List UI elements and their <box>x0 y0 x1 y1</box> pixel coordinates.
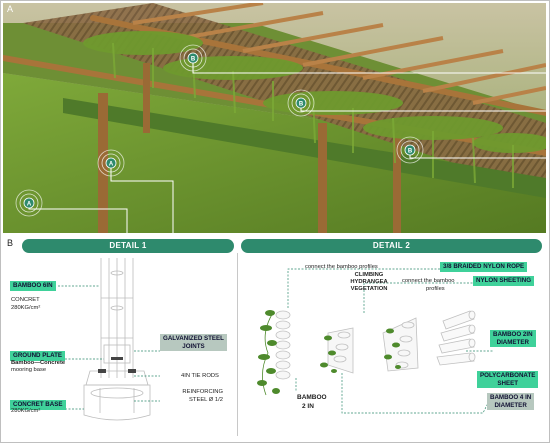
detail-2-drawing <box>257 268 493 414</box>
marker-b3: B <box>408 149 413 155</box>
label-reinforcing-2: STEEL Ø 1/2 <box>189 397 223 403</box>
label-ground-plate-desc-2: mooring base <box>11 367 47 373</box>
label-concret-base: CONCRET BASE <box>10 400 66 410</box>
label-bamboo-2in-b: 2 IN <box>302 403 314 410</box>
panel-label-a: A <box>7 4 14 14</box>
label-bamboo-4in-diameter: BAMBOO 4 IN DIAMETER <box>487 393 535 410</box>
marker-a2: A <box>27 202 32 208</box>
label-ground-plate: GROUND PLATE <box>10 351 66 361</box>
label-concret-base-value: 280KG/cm² <box>11 408 41 414</box>
pergola-render: B B B A A <box>3 3 546 233</box>
label-ground-plate-desc-1: Bamboo—Concrete <box>11 360 66 366</box>
label-reinforcing-1: REINFORCING <box>182 389 223 395</box>
panel-label-b: B <box>7 238 14 248</box>
label-bamboo-2in-line-1: BAMBOO 2IN <box>493 331 533 338</box>
label-bamboo-6in: BAMBOO 6IN <box>10 281 56 291</box>
detail-separator <box>237 253 238 436</box>
label-tie-rods: 4IN TIE RODS <box>181 373 219 379</box>
label-polycarbonate-line-1: POLYCARBONATE <box>480 372 536 379</box>
label-concret: CONCRET <box>11 297 40 303</box>
label-galvanized-steel-joints: GALVANIZED STEEL JOINTS <box>160 334 227 351</box>
label-vegetation: VEGETATION <box>350 286 388 292</box>
pergola-render-illustration: B B B A A <box>3 3 546 233</box>
label-bamboo-2in-a: BAMBOO <box>297 394 327 401</box>
label-hydrangea: HYDRANGEA <box>350 279 388 285</box>
callout-markers: B B B A A <box>15 44 424 217</box>
detail-2-header: DETAIL 2 <box>241 239 542 253</box>
label-polycarbonate-sheet: POLYCARBONATE SHEET <box>477 371 539 388</box>
label-bamboo-4in-line-1: BAMBOO 4 IN <box>490 394 532 401</box>
label-concret-value: 280KG/cm² <box>11 305 41 311</box>
label-galvanized-line-2: JOINTS <box>182 342 205 350</box>
label-bamboo-2in-line-2: DIAMETER <box>496 338 529 346</box>
label-nylon-rope: 3/8 BRAIDED NYLON ROPE <box>440 262 528 272</box>
label-bamboo-2in-diameter: BAMBOO 2IN DIAMETER <box>490 330 536 347</box>
label-bamboo-4in-line-2: DIAMETER <box>494 401 527 409</box>
label-connect-profiles-2b: profiles <box>426 286 445 292</box>
marker-b1: B <box>191 57 196 63</box>
label-nylon-sheeting: NYLON SHEETING <box>473 276 535 286</box>
label-connect-profiles-2a: connect the bamboo <box>402 278 455 284</box>
label-connect-profiles-1: connect the bamboo profiles <box>305 264 378 270</box>
label-galvanized-line-1: GALVANIZED STEEL <box>163 335 224 342</box>
detail-1-header: DETAIL 1 <box>22 239 234 253</box>
marker-a1: A <box>109 162 114 168</box>
label-polycarbonate-line-2: SHEET <box>497 379 518 387</box>
marker-b2: B <box>299 102 304 108</box>
detail-1-drawing <box>58 258 160 421</box>
label-climbing: CLIMBING <box>354 272 384 278</box>
